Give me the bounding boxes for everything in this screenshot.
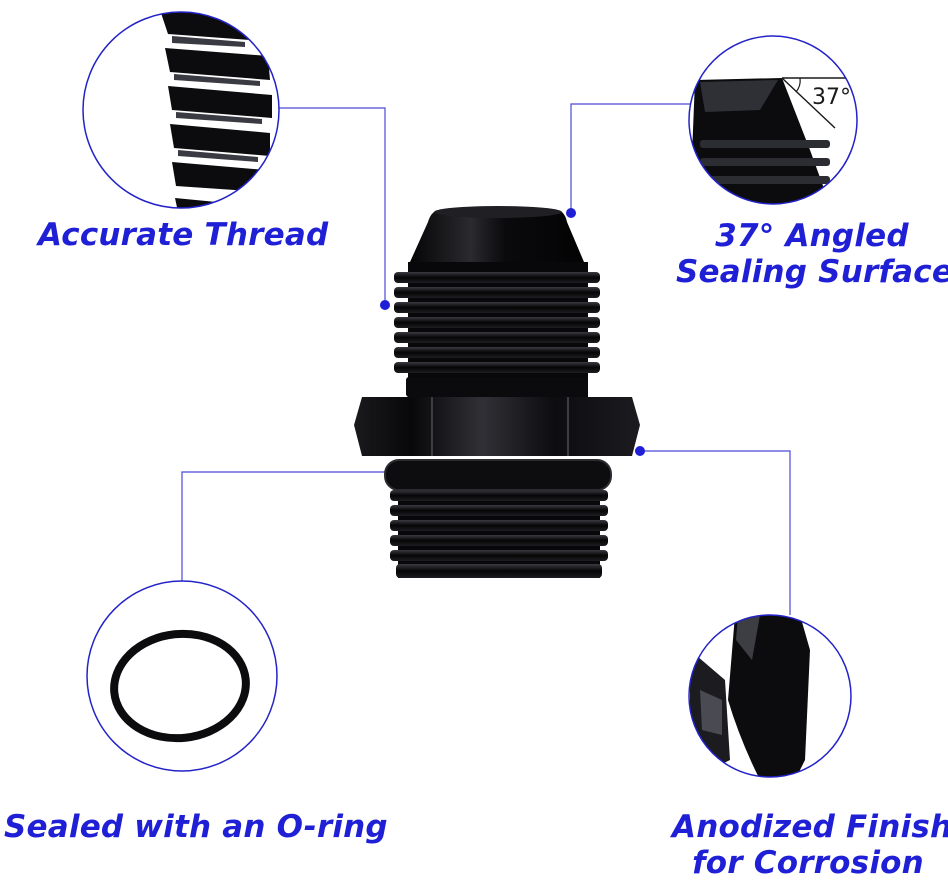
oring-detail-circle xyxy=(86,580,278,772)
leader-finish xyxy=(640,450,791,615)
hex-nut xyxy=(354,397,640,456)
caption-accurate-thread: Accurate Thread xyxy=(38,217,328,253)
oring-image xyxy=(110,629,250,743)
caption-line-1: 37° Angled xyxy=(715,218,909,254)
flare-cone xyxy=(410,212,584,262)
angle-detail-circle: 37° xyxy=(688,35,858,205)
fitting-oring xyxy=(384,459,612,491)
caption-line: Sealed with an O-ring xyxy=(4,809,388,845)
angle-degree-label: 37° xyxy=(812,85,851,110)
caption-line-2: for Corrosion xyxy=(692,845,924,881)
lower-threads xyxy=(390,490,608,578)
main-fitting xyxy=(354,206,640,578)
thread-detail-circle xyxy=(82,11,280,209)
leader-thread xyxy=(275,107,386,305)
leader-angle xyxy=(570,103,690,213)
caption-line-1: Anodized Finish xyxy=(672,809,948,845)
upper-threads xyxy=(394,272,600,397)
caption-oring: Sealed with an O-ring xyxy=(4,809,388,845)
caption-line: Accurate Thread xyxy=(38,217,329,253)
caption-anodized-finish: Anodized Finish for Corrosion xyxy=(672,809,948,881)
finish-detail-circle xyxy=(688,614,852,778)
caption-angled-sealing: 37° Angled Sealing Surface xyxy=(676,218,948,290)
caption-line-2: Sealing Surface xyxy=(676,254,948,290)
